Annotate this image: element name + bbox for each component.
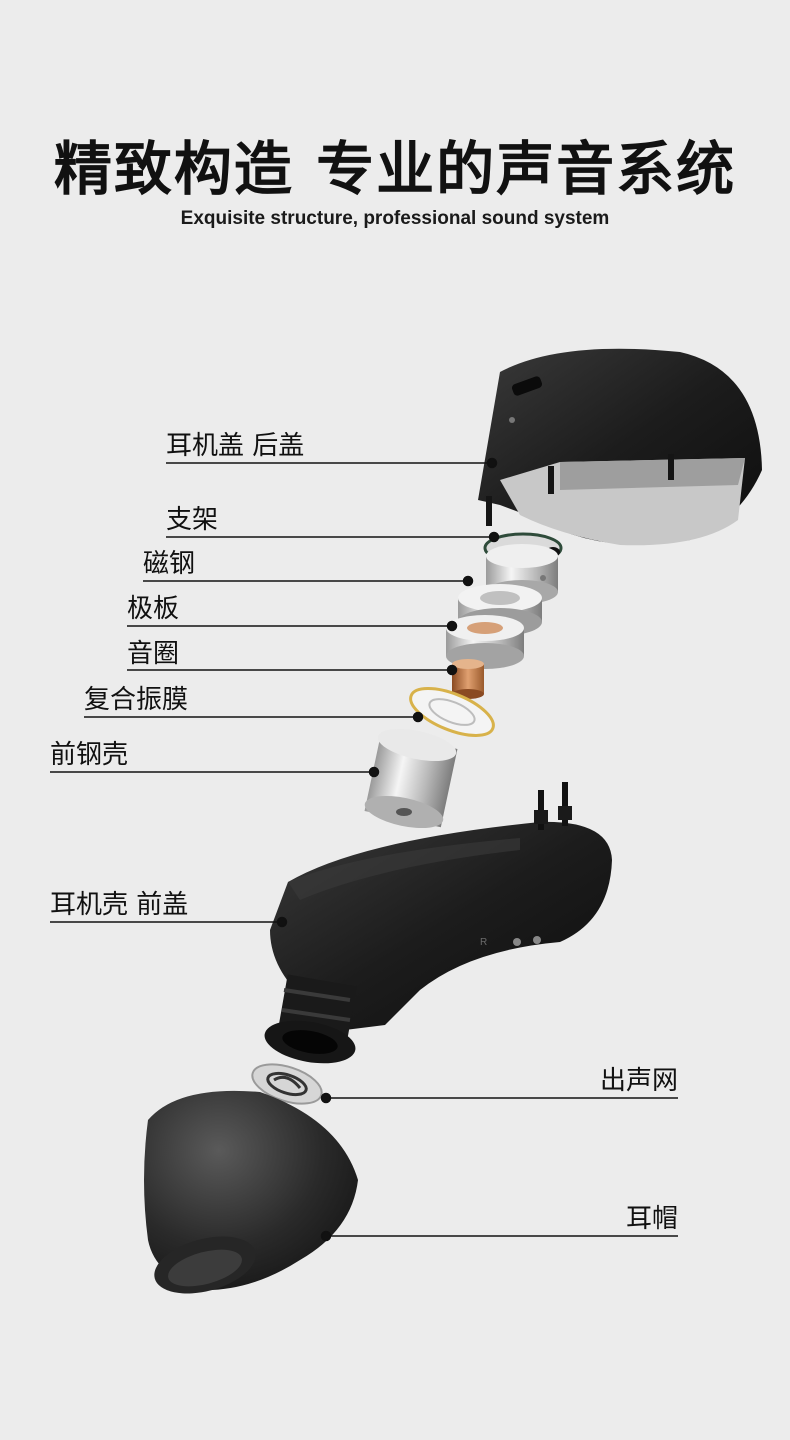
- voice-coil-washer-part: [446, 615, 524, 669]
- label-back-cover: 耳机盖 后盖: [166, 431, 305, 461]
- ear-tip-part: [144, 1090, 358, 1294]
- nozzle-part: [264, 974, 357, 1064]
- label-bracket: 支架: [166, 505, 219, 535]
- voice-coil-part: [452, 659, 484, 699]
- front-steel-shell-part: [364, 728, 458, 829]
- diaphragm-part: [409, 687, 495, 737]
- label-pole-plate: 极板: [127, 594, 180, 624]
- label-voice-coil: 音圈: [127, 639, 180, 669]
- svg-text:R: R: [480, 937, 487, 948]
- sound-mesh-part: [251, 1063, 323, 1105]
- label-front-cover: 耳机壳 前盖: [50, 890, 189, 920]
- page-subtitle: Exquisite structure, professional sound …: [180, 208, 610, 229]
- label-sound-mesh: 出声网: [599, 1066, 678, 1096]
- label-front-steel-shell: 前钢壳: [50, 740, 129, 770]
- label-magnet: 磁钢: [143, 549, 196, 579]
- back-cover-part: [478, 348, 762, 546]
- label-diaphragm: 复合振膜: [84, 685, 189, 715]
- page-title: 精致构造 专业的声音系统: [53, 135, 737, 203]
- leader-lines: [50, 457, 678, 1242]
- front-shell-part: R: [270, 782, 612, 1030]
- label-ear-tip: 耳帽: [625, 1204, 678, 1234]
